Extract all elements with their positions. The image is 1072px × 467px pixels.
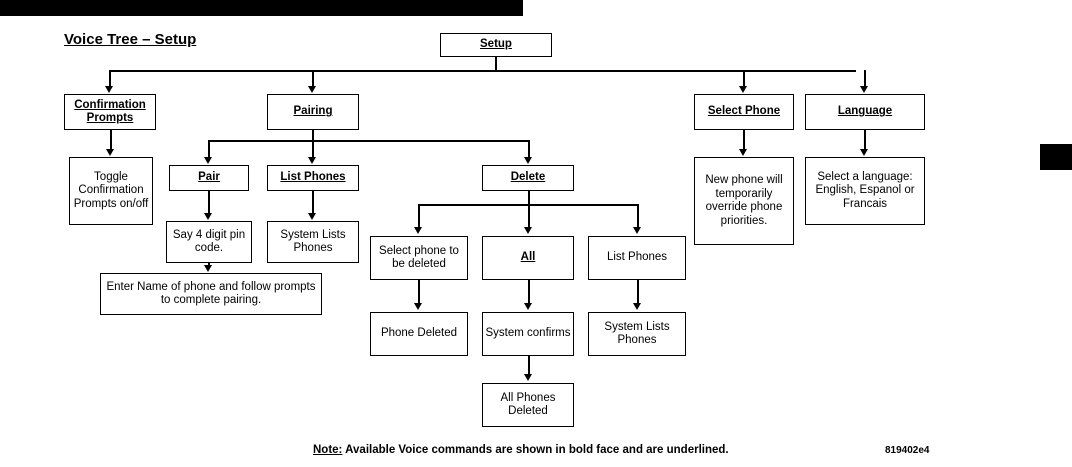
arrow-to-pair <box>204 157 212 164</box>
node-delete[interactable]: Delete <box>482 165 574 191</box>
connector-to-language <box>864 70 866 87</box>
note-label: Note: <box>313 444 343 456</box>
top-black-bar <box>0 0 523 16</box>
arrow-to-language <box>860 86 868 93</box>
connector-confirmation-toggle <box>110 130 112 150</box>
connector-to-select-phone <box>743 70 745 87</box>
arrow-confirmation-toggle <box>106 149 114 156</box>
connector-to-pairing <box>312 70 314 87</box>
arrow-selectphone-newphone <box>739 149 747 156</box>
connector-to-pair <box>208 140 210 158</box>
arrow-to-pairing <box>308 86 316 93</box>
arrow-language-selectlanguage <box>860 149 868 156</box>
arrow-listphones-systemlists-delete <box>633 303 641 310</box>
node-all[interactable]: All <box>482 236 574 280</box>
arrow-to-confirmation <box>105 86 113 93</box>
arrow-pair-saypin <box>204 213 212 220</box>
node-select-phone[interactable]: Select Phone <box>694 94 794 130</box>
connector-to-selectphone-delete <box>418 204 420 228</box>
node-pairing[interactable]: Pairing <box>267 94 359 130</box>
node-enter-name-of-phone[interactable]: Enter Name of phone and follow prompts t… <box>100 273 322 315</box>
connector-all-systemconfirms <box>528 280 530 304</box>
note-body: Available Voice commands are shown in bo… <box>342 444 729 456</box>
node-select-a-language[interactable]: Select a language: English, Espanol or F… <box>805 157 925 225</box>
arrow-selectphone-phonedeleted <box>414 303 422 310</box>
connector-to-listphones-pairing <box>312 140 314 158</box>
node-phone-deleted[interactable]: Phone Deleted <box>370 312 468 356</box>
arrow-to-listphones-delete <box>633 227 641 234</box>
node-select-phone-to-be-deleted[interactable]: Select phone to be deleted <box>370 236 468 280</box>
connector-listphones-systemlists <box>312 191 314 214</box>
node-confirmation-prompts[interactable]: Confirmation Prompts <box>64 94 156 130</box>
node-pair[interactable]: Pair <box>169 165 249 191</box>
arrow-listphones-systemlists <box>308 213 316 220</box>
connector-systemconfirms-allphonesdeleted <box>528 356 530 375</box>
node-say-pin-code[interactable]: Say 4 digit pin code. <box>166 221 252 263</box>
connector-selectphone-phonedeleted <box>418 280 420 304</box>
arrow-systemconfirms-allphonesdeleted <box>524 374 532 381</box>
connector-delete-bus <box>418 204 637 206</box>
node-system-lists-phones-delete[interactable]: System Lists Phones <box>588 312 686 356</box>
connector-pairing-down <box>312 130 314 141</box>
node-list-phones-delete[interactable]: List Phones <box>588 236 686 280</box>
connector-language-selectlanguage <box>864 130 866 150</box>
side-black-tab <box>1040 144 1072 170</box>
page-title: Voice Tree – Setup <box>64 31 197 48</box>
connector-delete-down <box>528 191 530 205</box>
connector-setup-down <box>495 57 497 71</box>
node-system-lists-phones-pairing[interactable]: System Lists Phones <box>267 221 359 263</box>
arrow-to-delete <box>524 157 532 164</box>
node-toggle-confirmation-prompts[interactable]: Toggle Confirmation Prompts on/off <box>69 157 153 225</box>
node-all-phones-deleted[interactable]: All Phones Deleted <box>482 383 574 427</box>
arrow-to-listphones-pairing <box>308 157 316 164</box>
arrow-all-systemconfirms <box>524 303 532 310</box>
connector-to-all <box>528 204 530 228</box>
connector-level2-bus <box>109 70 856 72</box>
node-system-confirms[interactable]: System confirms <box>482 312 574 356</box>
arrow-to-select-phone <box>739 86 747 93</box>
connector-to-listphones-delete <box>637 204 639 228</box>
connector-selectphone-newphone <box>743 130 745 150</box>
node-language[interactable]: Language <box>805 94 925 130</box>
node-setup[interactable]: Setup <box>440 33 552 57</box>
part-number: 819402e4 <box>885 445 930 456</box>
node-new-phone-override[interactable]: New phone will temporarily override phon… <box>694 157 794 245</box>
connector-saypin-entername <box>208 263 210 266</box>
arrow-saypin-entername <box>204 265 212 272</box>
note-text: Note: Available Voice commands are shown… <box>313 444 729 456</box>
arrow-to-selectphone-delete <box>414 227 422 234</box>
connector-listphones-systemlists-delete <box>637 280 639 304</box>
connector-to-confirmation <box>109 70 111 87</box>
connector-to-delete <box>528 140 530 158</box>
connector-pair-saypin <box>208 191 210 214</box>
arrow-to-all <box>524 227 532 234</box>
connector-pairing-bus <box>208 140 529 142</box>
node-list-phones-pairing[interactable]: List Phones <box>267 165 359 191</box>
